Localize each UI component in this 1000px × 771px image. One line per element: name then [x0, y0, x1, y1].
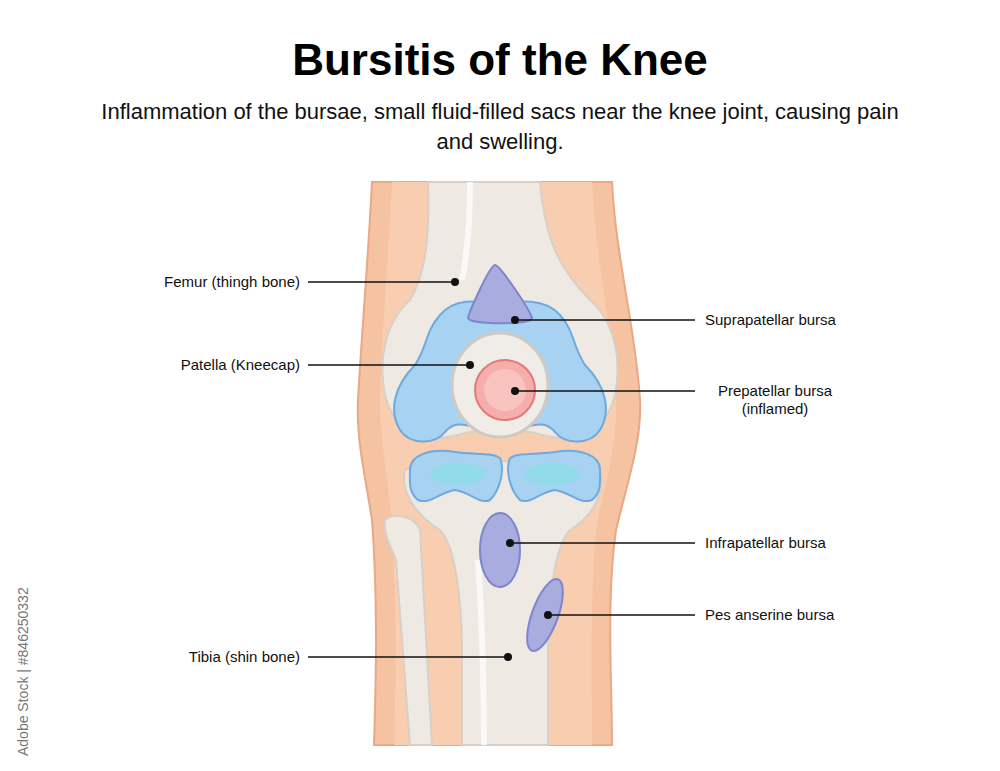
part-label: Prepatellar bursa (inflamed): [700, 382, 850, 418]
tibia-highlight: [478, 560, 484, 745]
bursa-highlight: [484, 369, 526, 411]
leader-line: [308, 656, 508, 657]
meniscus: [508, 451, 600, 501]
meniscus-inner: [524, 463, 580, 485]
meniscus: [410, 451, 502, 501]
patella-bone: [452, 333, 548, 437]
watermark: Adobe Stock | #846250332: [14, 587, 32, 756]
leader-dot: [451, 278, 459, 286]
leader-dot: [504, 653, 512, 661]
leader-lines: [308, 282, 695, 657]
meniscus-inner: [430, 463, 486, 485]
leader-line: [510, 542, 695, 543]
part-label: Pes anserine bursa: [705, 606, 834, 624]
infrapatellar-bursa: [480, 513, 520, 587]
leader-dot: [511, 316, 519, 324]
tibia-bone: [404, 460, 601, 745]
leader-dot: [511, 387, 519, 395]
leader-dot: [544, 611, 552, 619]
femur-highlight: [462, 182, 470, 280]
part-label: Femur (thingh bone): [164, 273, 300, 291]
diagram-title: Bursitis of the Knee: [50, 35, 950, 85]
part-label: Patella (Kneecap): [181, 356, 300, 374]
leader-line: [548, 614, 695, 615]
fibula-bone: [385, 516, 432, 745]
leader-line: [308, 281, 455, 282]
prepatellar-bursa: [475, 360, 535, 420]
leader-line: [515, 319, 695, 320]
suprapatellar-bursa: [468, 265, 532, 323]
leader-dot: [506, 539, 514, 547]
leader-dot: [466, 361, 474, 369]
part-label: Tibia (shin bone): [189, 648, 300, 666]
leader-line: [515, 390, 695, 391]
diagram-subtitle: Inflammation of the bursae, small fluid-…: [80, 97, 920, 157]
leg-skin: [358, 182, 640, 745]
part-label: Infrapatellar bursa: [705, 534, 826, 552]
skin-shade: [380, 182, 616, 745]
part-label: Suprapatellar bursa: [705, 311, 836, 329]
leader-line: [308, 364, 470, 365]
leader-dots: [451, 278, 552, 661]
